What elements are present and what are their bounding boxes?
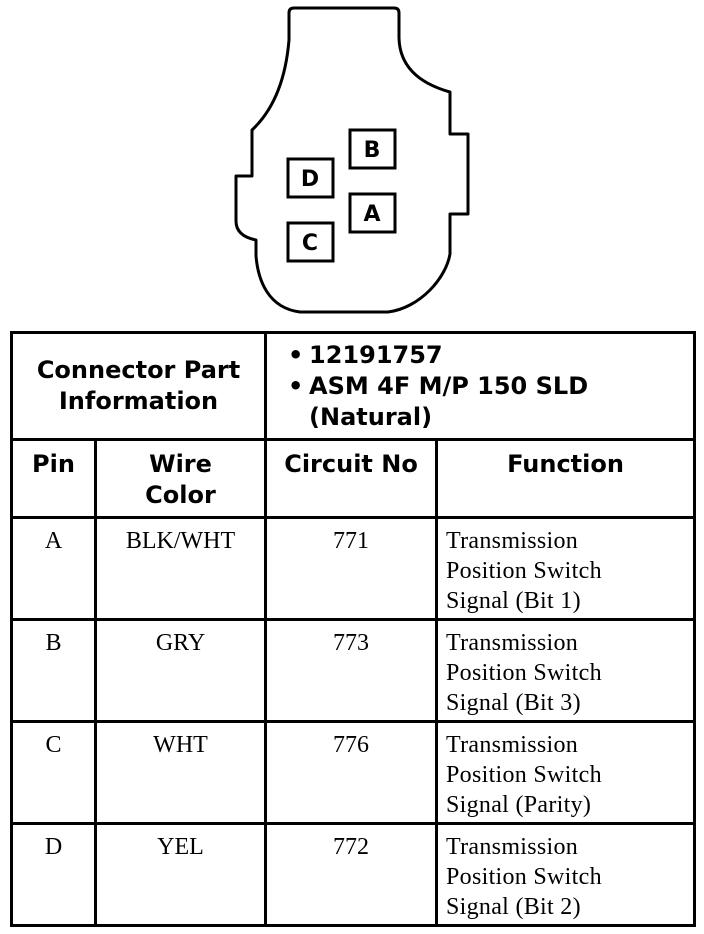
part-number: 12191757 [288,340,693,371]
column-header-row: Pin Wire Color Circuit No Function [10,438,697,519]
function-line: Transmission [446,528,579,554]
pin-cavity-d: D [286,157,335,199]
header-pin: Pin [10,438,97,519]
cell-function: Transmission Position Switch Signal (Bit… [435,822,697,927]
header-wire-color-line1: Wire [149,450,212,478]
assembly-description-cont: (Natural) [309,403,433,431]
cell-circuit-no: 776 [264,720,439,825]
function-line: Position Switch [446,762,602,788]
function-line: Signal (Bit 1) [446,588,581,614]
header-circuit-no: Circuit No [264,438,439,519]
connector-info-row: Connector Part Information 12191757 ASM … [9,331,697,441]
cell-wire-color: WHT [93,720,268,825]
table-row: C WHT 776 Transmission Position Switch S… [10,720,697,825]
cell-wire-color: YEL [93,822,268,927]
info-title-line2: Information [58,387,219,415]
header-function: Function [435,438,697,519]
cell-pin: B [10,618,97,723]
pin-label-c: C [302,231,318,256]
cell-pin: A [10,516,97,621]
function-line: Signal (Parity) [446,792,592,818]
info-title-line1: Connector Part [36,356,241,384]
pin-label-b: B [364,138,381,163]
pin-label-a: A [363,202,380,227]
cell-pin: C [10,720,97,825]
connector-part-info-label: Connector Part Information [9,331,268,441]
table-row: A BLK/WHT 771 Transmission Position Swit… [10,516,697,621]
cell-function: Transmission Position Switch Signal (Bit… [435,516,697,621]
cell-function: Transmission Position Switch Signal (Par… [435,720,697,825]
cell-pin: D [10,822,97,927]
cell-circuit-no: 771 [264,516,439,621]
pin-label-d: D [301,167,319,192]
assembly-description: ASM 4F M/P 150 SLD [288,371,693,402]
pin-cavity-b: B [348,128,397,170]
function-line: Position Switch [446,558,602,584]
function-line: Transmission [446,732,579,758]
header-wire-color-line2: Color [145,481,216,509]
pin-cavity-c: C [286,221,335,263]
connector-pinout-table: Connector Part Information 12191757 ASM … [9,331,697,927]
cell-wire-color: BLK/WHT [93,516,268,621]
cell-circuit-no: 773 [264,618,439,723]
header-wire-color: Wire Color [93,438,268,519]
cell-circuit-no: 772 [264,822,439,927]
function-line: Position Switch [446,864,602,890]
connector-outline [234,6,470,314]
cell-function: Transmission Position Switch Signal (Bit… [435,618,697,723]
function-line: Transmission [446,630,579,656]
connector-part-info-values: 12191757 ASM 4F M/P 150 SLD (Natural) [264,331,697,441]
function-line: Signal (Bit 2) [446,894,581,920]
connector-face-diagram: B D A C [234,6,470,314]
table-row: D YEL 772 Transmission Position Switch S… [10,822,697,927]
function-line: Position Switch [446,660,602,686]
cell-wire-color: GRY [93,618,268,723]
table-row: B GRY 773 Transmission Position Switch S… [10,618,697,723]
function-line: Signal (Bit 3) [446,690,581,716]
function-line: Transmission [446,834,579,860]
pin-cavity-a: A [348,192,397,234]
